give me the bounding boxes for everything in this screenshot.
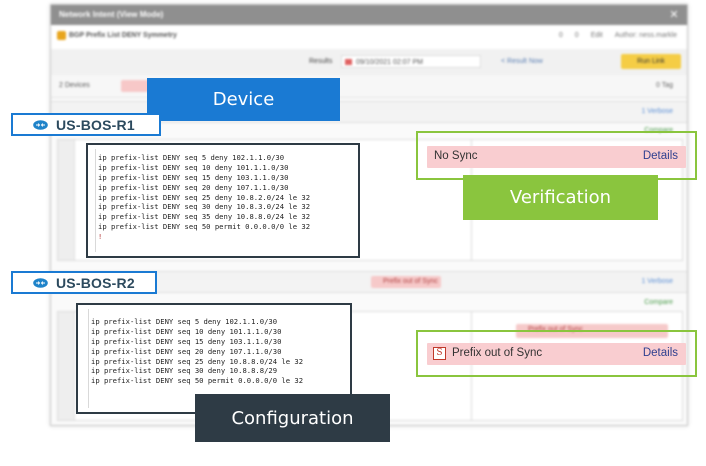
compare-link-r1[interactable]: Compare — [644, 127, 673, 134]
details-link-r2[interactable]: Details — [642, 347, 678, 359]
results-label: Results — [309, 58, 333, 65]
window-titlebar: Network Intent (View Mode) ✕ — [51, 5, 687, 25]
verification-callout-label: Verification — [509, 187, 612, 208]
devices-count: 2 Devices — [59, 82, 90, 89]
status-text-r1: No Sync — [434, 150, 478, 162]
verification-frame-r2: S Prefix out of Sync Details — [416, 330, 697, 377]
verbose-link-r1[interactable]: 1 Verbose — [641, 108, 673, 115]
config-line: ip prefix-list DENY seq 25 deny 10.8.8.0… — [91, 356, 304, 366]
window-title: Network Intent (View Mode) — [59, 10, 164, 19]
config-line: ip prefix-list DENY seq 30 deny 10.8.3.0… — [98, 202, 311, 212]
status-pill-r2: S Prefix out of Sync Details — [427, 343, 686, 365]
close-icon[interactable]: ✕ — [669, 9, 679, 21]
line-gutter — [58, 312, 75, 420]
intent-toolbar: BGP Prefix List DENY Symmetry 0 0 Edit A… — [51, 25, 687, 50]
device-name-r1: US-BOS-R1 — [56, 117, 135, 133]
config-line: ip prefix-list DENY seq 25 deny 10.8.2.0… — [98, 192, 311, 202]
configuration-callout-label: Configuration — [231, 407, 354, 429]
device-label-r2[interactable]: US-BOS-R2 — [11, 271, 157, 294]
verification-panel-r2: Prefix out of Sync — [471, 311, 683, 421]
toolbar-actions: 0 0 Edit Author: ness.markle — [559, 32, 677, 39]
r2-status-pill: Prefix out of Sync — [371, 276, 441, 288]
config-lines-r1: ip prefix-list DENY seq 5 deny 102.1.1.0… — [98, 153, 310, 232]
toolbar-count-2[interactable]: 0 — [574, 32, 579, 39]
config-line: ip prefix-list DENY seq 10 deny 101.1.1.… — [91, 326, 282, 336]
compare-link-r2[interactable]: Compare — [644, 299, 673, 306]
intent-title: BGP Prefix List DENY Symmetry — [69, 32, 177, 39]
router-icon — [33, 278, 48, 288]
config-line: ip prefix-list DENY seq 5 deny 102.1.1.0… — [91, 317, 278, 326]
verification-callout: Verification — [463, 175, 658, 220]
config-line: ip prefix-list DENY seq 30 deny 10.8.8.8… — [91, 366, 278, 376]
config-box-r1: ip prefix-list DENY seq 5 deny 102.1.1.0… — [86, 143, 360, 258]
config-line: ip prefix-list DENY seq 10 deny 101.1.1.… — [98, 162, 289, 172]
config-lines-r2: ip prefix-list DENY seq 5 deny 102.1.1.0… — [91, 317, 303, 386]
toolbar-count-1[interactable]: 0 — [558, 32, 563, 39]
status-pill-r1: No Sync Details — [427, 146, 686, 168]
config-line: ip prefix-list DENY seq 5 deny 102.1.1.0… — [98, 153, 285, 162]
edit-button[interactable]: Edit — [590, 32, 603, 39]
device-row-r2[interactable]: Prefix out of Sync 1 Verbose — [51, 271, 687, 293]
sync-status-icon: S — [433, 347, 446, 360]
author-label: Author: ness.markle — [614, 32, 677, 39]
details-link-r1[interactable]: Details — [642, 150, 678, 162]
config-end-marker: ! — [98, 233, 103, 241]
device-name-r2: US-BOS-R2 — [56, 275, 135, 291]
result-now-link[interactable]: < Result Now — [501, 58, 543, 65]
verbose-link-r2[interactable]: 1 Verbose — [641, 278, 673, 285]
router-icon — [33, 120, 48, 130]
code-gutter — [88, 309, 89, 408]
device-callout-label: Device — [212, 89, 275, 110]
run-button[interactable]: Run Link — [621, 54, 681, 69]
config-line: ip prefix-list DENY seq 20 deny 107.1.1.… — [98, 182, 289, 192]
status-pill-bg — [121, 80, 151, 92]
device-label-r1[interactable]: US-BOS-R1 — [11, 113, 161, 136]
results-bar: Results 09/10/2021 02:07 PM < Result Now… — [51, 49, 687, 76]
verification-frame-r1: No Sync Details — [416, 131, 697, 180]
status-text-r2: Prefix out of Sync — [452, 347, 543, 359]
results-date-select[interactable]: 09/10/2021 02:07 PM — [341, 55, 481, 68]
tag-count[interactable]: 0 Tag — [656, 82, 673, 89]
config-line: ip prefix-list DENY seq 50 permit 0.0.0.… — [91, 376, 304, 386]
config-line: ip prefix-list DENY seq 15 deny 103.1.1.… — [91, 336, 282, 346]
config-line: ip prefix-list DENY seq 20 deny 107.1.1.… — [91, 346, 282, 356]
line-gutter — [58, 140, 75, 260]
config-line: ip prefix-list DENY seq 35 deny 10.8.8.0… — [98, 212, 311, 222]
intent-icon — [57, 31, 66, 40]
code-gutter — [95, 149, 96, 252]
config-line: ip prefix-list DENY seq 15 deny 103.1.1.… — [98, 172, 289, 182]
config-line: ip prefix-list DENY seq 50 permit 0.0.0.… — [98, 222, 311, 232]
configuration-callout: Configuration — [195, 394, 390, 442]
device-callout: Device — [147, 78, 340, 121]
